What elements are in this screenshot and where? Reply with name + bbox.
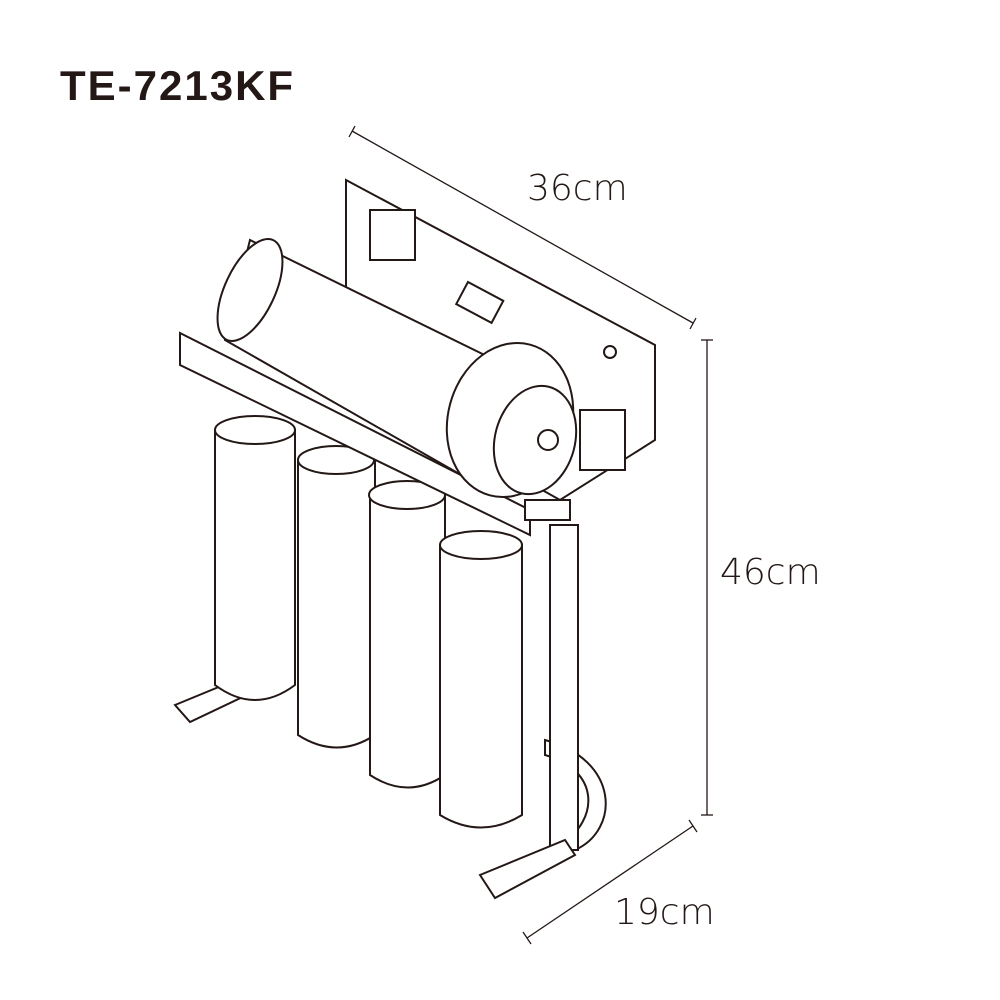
height-dimension-label: 46cm (720, 552, 821, 593)
width-dimension-label: 36cm (527, 168, 628, 209)
fittings (369, 209, 626, 521)
mount-hole-icon (603, 345, 617, 359)
stand-legs (173, 524, 607, 900)
width-dimension-line (348, 125, 697, 330)
depth-dimension-label: 19cm (614, 892, 715, 933)
depth-dimension-line (522, 819, 698, 945)
filter-cartridges (214, 415, 523, 829)
front-rail (179, 331, 531, 537)
membrane-housing (216, 238, 578, 499)
height-dimension-line (701, 339, 713, 816)
model-title: TE-7213KF (60, 62, 296, 109)
